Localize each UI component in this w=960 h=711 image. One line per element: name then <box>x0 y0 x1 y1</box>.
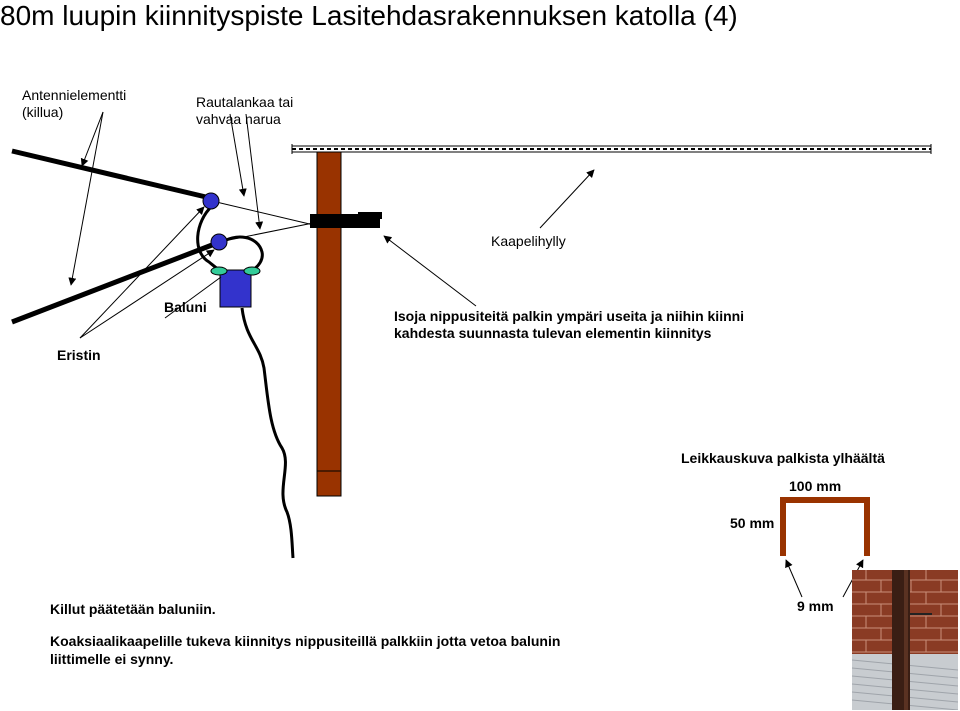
insulator-upper <box>202 192 220 210</box>
balun-box <box>219 269 252 308</box>
label-antenna-element: Antennielementti (killua) <box>22 87 126 121</box>
beam-photo <box>852 570 958 710</box>
label-zip-ties-line1: Isoja nippusiteitä palkin ympäri useita … <box>394 308 745 324</box>
note-coax: Koaksiaalikaapelille tukeva kiinnitys ni… <box>50 633 561 667</box>
arrow-zip-ties <box>383 235 477 307</box>
cable-tray <box>291 144 932 154</box>
arrow-balun <box>164 276 222 319</box>
balun-connector-left <box>210 266 228 276</box>
coax-cable <box>240 307 295 559</box>
antenna-element-lower <box>11 242 213 325</box>
label-cable-tray: Kaapelihylly <box>491 233 566 249</box>
label-dim-width: 100 mm <box>789 478 842 494</box>
label-balun: Baluni <box>164 299 207 315</box>
label-antenna-line2: (killua) <box>22 104 64 120</box>
label-cross-section: Leikkauskuva palkista ylhäältä <box>681 450 885 466</box>
label-insulator: Eristin <box>57 347 101 363</box>
label-dim-thickness: 9 mm <box>797 598 834 614</box>
antenna-element-upper <box>11 148 207 200</box>
arrow-insulator-upper <box>79 206 205 339</box>
tie-wire-upper <box>211 200 319 227</box>
tie-wire-lower <box>218 221 319 243</box>
label-dim-depth: 50 mm <box>730 515 775 531</box>
arrow-cable-tray <box>539 169 595 229</box>
label-zip-ties: Isoja nippusiteitä palkin ympäri useita … <box>394 308 744 342</box>
label-tie-wire: Rautalankaa tai vahvaa narua <box>196 94 293 128</box>
arrow-antenna-upper <box>80 111 104 167</box>
arrow-wire-lower <box>245 113 264 230</box>
arrow-antenna-lower <box>68 111 104 286</box>
wooden-beam <box>316 151 342 497</box>
beam-cross-section <box>780 497 870 556</box>
arrow-wire-upper <box>229 113 247 197</box>
label-zip-ties-line2: kahdesta suunnasta tulevan elementin kii… <box>394 325 712 341</box>
label-wire-line2: vahvaa narua <box>196 111 281 127</box>
label-wire-line1: Rautalankaa tai <box>196 94 294 110</box>
note-elements: Killut päätetään baluniin. <box>50 601 216 617</box>
insulator-lower <box>210 233 228 251</box>
balun-connector-right <box>243 266 261 276</box>
page-title: 80m luupin kiinnityspiste Lasitehdasrake… <box>0 0 738 31</box>
zip-tie-tab <box>358 212 382 219</box>
arrow-thickness-left <box>785 559 803 598</box>
arrow-insulator-lower <box>79 249 215 339</box>
label-antenna-line1: Antennielementti <box>22 87 127 103</box>
